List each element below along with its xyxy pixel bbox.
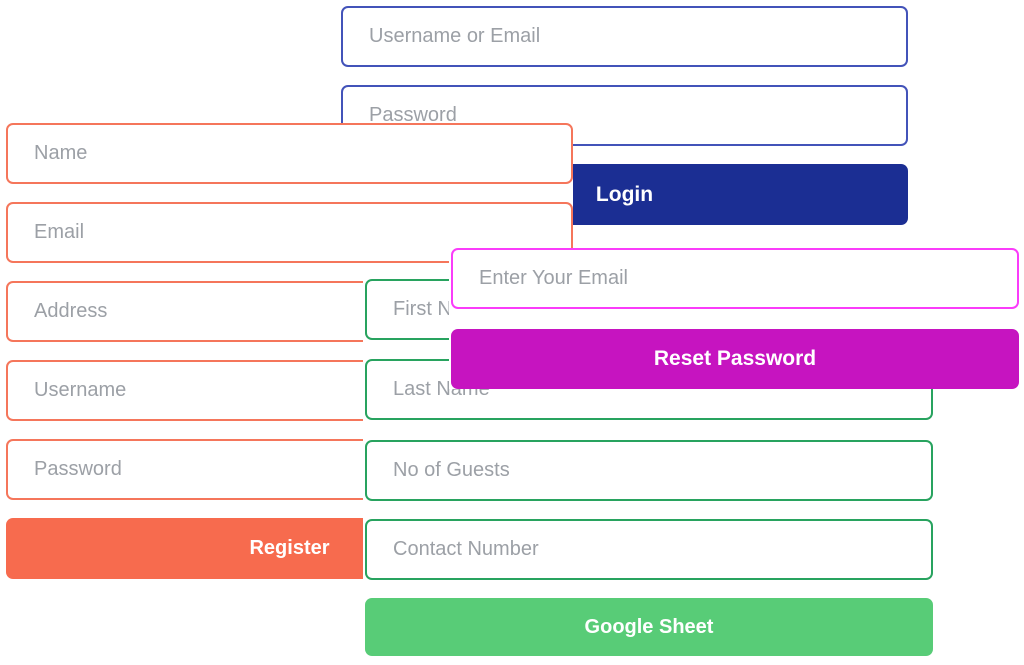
reset-password-button[interactable]: Reset Password bbox=[451, 329, 1019, 389]
guests-input[interactable] bbox=[365, 440, 933, 501]
name-input[interactable] bbox=[6, 123, 573, 184]
reset-password-form: Reset Password bbox=[449, 248, 1019, 389]
google-sheet-button[interactable]: Google Sheet bbox=[365, 598, 933, 656]
reset-email-input[interactable] bbox=[451, 248, 1019, 309]
username-or-email-input[interactable] bbox=[341, 6, 908, 67]
contact-number-input[interactable] bbox=[365, 519, 933, 580]
email-input[interactable] bbox=[6, 202, 573, 263]
